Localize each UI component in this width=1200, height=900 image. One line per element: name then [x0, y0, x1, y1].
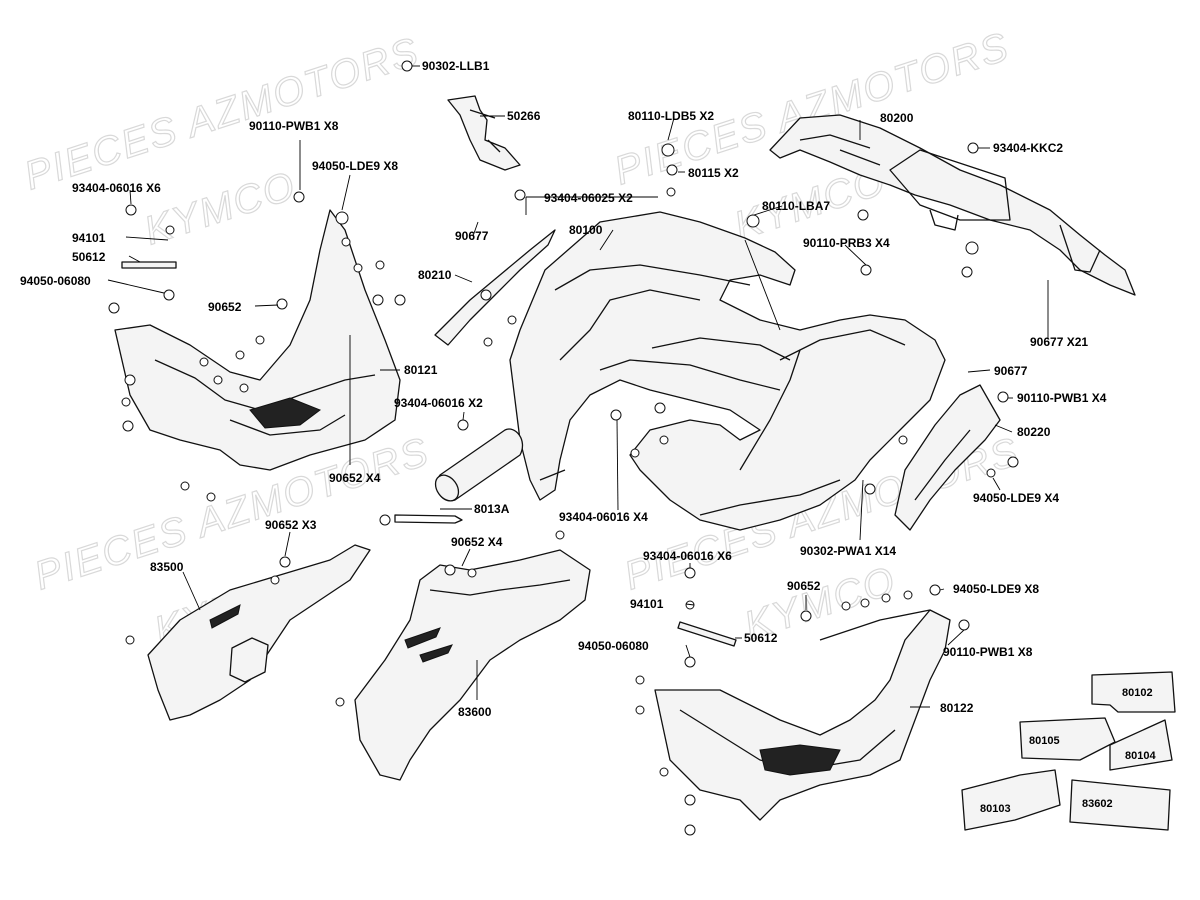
- watermark-text: PIECES AZMOTORS: [19, 29, 425, 198]
- label-80115: 80115 X2: [688, 166, 739, 180]
- panel-80210-part: [434, 229, 556, 346]
- label-90110-pwb1-x4: 90110-PWB1 X4: [1017, 391, 1107, 405]
- label-94050-06080-right: 94050-06080: [578, 639, 649, 653]
- label-90652-x4-left: 90652 X4: [329, 471, 381, 485]
- label-90677-right: 90677: [994, 364, 1028, 378]
- label-90652-x4-mid: 90652 X4: [451, 535, 503, 549]
- left-footrest-80121-part: [114, 209, 401, 471]
- label-80110-lba7: 80110-LBA7: [762, 199, 830, 213]
- label-94050-lde9-x8-top: 94050-LDE9 X8: [312, 159, 398, 173]
- label-94101-left: 94101: [72, 231, 106, 245]
- label-93404-06016-x2: 93404-06016 X2: [394, 396, 483, 410]
- fasteners-group: [108, 60, 1019, 836]
- decal-83602-shape: [1069, 779, 1171, 831]
- label-90110-prb3: 90110-PRB3 X4: [803, 236, 890, 250]
- decal-80104-shape: [1109, 719, 1173, 771]
- label-94101-right: 94101: [630, 597, 664, 611]
- front-fender-80100-part: [509, 211, 946, 531]
- label-80104: 80104: [1125, 750, 1156, 762]
- side-panel-83600-part: [354, 549, 591, 781]
- label-93404-kkc2: 93404-KKC2: [993, 141, 1063, 155]
- label-90302-llb1: 90302-LLB1: [422, 59, 490, 73]
- strip-50612-group: [121, 261, 737, 647]
- panel-80220-part: [894, 384, 1001, 531]
- label-90677-left: 90677: [455, 229, 489, 243]
- label-90652-x3: 90652 X3: [265, 518, 317, 532]
- label-83600: 83600: [458, 705, 492, 719]
- label-80210: 80210: [418, 268, 452, 282]
- label-90110-pwb1-x8-top: 90110-PWB1 X8: [249, 119, 339, 133]
- label-93404-06016-x6-top: 93404-06016 X6: [72, 181, 161, 195]
- label-93404-06016-x6-bot: 93404-06016 X6: [643, 549, 732, 563]
- label-80110-ldb5: 80110-LDB5 X2: [628, 109, 714, 123]
- label-83602: 83602: [1082, 798, 1113, 810]
- label-93404-06016-x4: 93404-06016 X4: [559, 510, 648, 524]
- label-90652-left: 90652: [208, 300, 242, 314]
- tube-8013a-part: [434, 428, 524, 502]
- part-labels: 90302-LLB1 50266 80110-LDB5 X2 80200 934…: [20, 59, 1156, 815]
- label-8013a: 8013A: [474, 502, 510, 516]
- label-50266: 50266: [507, 109, 541, 123]
- decal-80103-shape: [961, 769, 1061, 831]
- decal-80102-shape: [1091, 671, 1176, 713]
- label-94050-lde9-x8-bot: 94050-LDE9 X8: [953, 582, 1039, 596]
- leader-lines: [107, 65, 1049, 708]
- label-93404-06025: 93404-06025 X2: [544, 191, 633, 205]
- side-panel-83500-part: [147, 544, 371, 721]
- label-94050-06080-left: 94050-06080: [20, 274, 91, 288]
- bracket-50266-part: [447, 95, 521, 171]
- label-50612-right: 50612: [744, 631, 778, 645]
- label-80121: 80121: [404, 363, 438, 377]
- right-footrest-80122-part: [654, 609, 951, 821]
- label-80122: 80122: [940, 701, 974, 715]
- strap-8013a-part: [394, 514, 463, 524]
- label-80103: 80103: [980, 803, 1011, 815]
- label-90302-pwa1: 90302-PWA1 X14: [800, 544, 896, 558]
- label-80200: 80200: [880, 111, 914, 125]
- decal-sheets-group: [961, 671, 1176, 831]
- label-80105: 80105: [1029, 735, 1060, 747]
- label-80102: 80102: [1122, 687, 1153, 699]
- label-90677-x21: 90677 X21: [1030, 335, 1088, 349]
- label-50612-left: 50612: [72, 250, 106, 264]
- label-90652-right: 90652: [787, 579, 821, 593]
- decal-80105-shape: [1019, 717, 1116, 761]
- label-80100: 80100: [569, 223, 603, 237]
- rear-fender-80200-part: [769, 114, 1136, 296]
- label-90110-pwb1-x8-bot: 90110-PWB1 X8: [943, 645, 1033, 659]
- label-80220: 80220: [1017, 425, 1051, 439]
- label-83500: 83500: [150, 560, 184, 574]
- label-94050-lde9-x4: 94050-LDE9 X4: [973, 491, 1059, 505]
